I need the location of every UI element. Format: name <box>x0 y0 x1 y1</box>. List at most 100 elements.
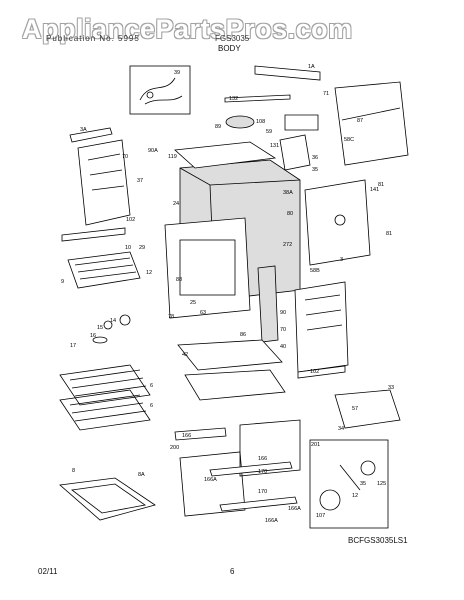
label-17: 17 <box>70 343 76 349</box>
storage-drawer <box>59 477 156 521</box>
igniter-16 <box>92 336 108 344</box>
label-81: 81 <box>378 182 384 188</box>
label-8A: 8A <box>138 472 145 478</box>
label-10: 10 <box>125 245 131 251</box>
harness-connector <box>146 91 154 99</box>
inset-box-39 <box>129 65 191 115</box>
oven-rack-lower <box>59 389 151 431</box>
front-frame <box>164 217 251 319</box>
publication-number: Publication No. 5995 <box>46 34 140 43</box>
label-131: 131 <box>270 143 279 149</box>
drawer-frame-200 <box>179 451 246 517</box>
oven-top-plate <box>174 141 277 169</box>
broil-pan <box>67 251 141 289</box>
fan-107 <box>319 489 341 511</box>
drawer-slide-170 <box>219 496 298 512</box>
label-88: 88 <box>176 277 182 283</box>
label-108: 108 <box>256 119 265 125</box>
label-71: 71 <box>323 91 329 97</box>
label-166A-a: 166A <box>204 477 217 483</box>
label-166b: 166 <box>258 456 267 462</box>
label-170a: 170 <box>258 469 267 475</box>
model-number: FGS3035 <box>215 34 250 43</box>
lower-panel-ribs <box>304 294 343 331</box>
label-24: 24 <box>173 201 179 207</box>
part-number-labels: 39 1A 71 132 87 89 108 59 58C 3A 90A 119… <box>61 64 394 524</box>
motor-shaft <box>339 464 361 491</box>
label-12: 12 <box>146 270 152 276</box>
label-8: 8 <box>72 468 75 474</box>
flue-36 <box>279 134 311 171</box>
label-40: 40 <box>280 344 286 350</box>
label-34: 34 <box>338 426 344 432</box>
wire-harness <box>139 77 183 105</box>
label-37: 37 <box>137 178 143 184</box>
label-80: 80 <box>287 211 293 217</box>
label-35: 35 <box>312 167 318 173</box>
label-132: 132 <box>229 96 238 102</box>
storage-drawer-inner <box>70 483 147 514</box>
label-39: 39 <box>174 70 180 76</box>
label-25a: 25 <box>190 300 196 306</box>
label-102: 102 <box>126 217 135 223</box>
side-panel-hole <box>334 214 346 226</box>
label-200: 200 <box>170 445 179 451</box>
back-panel-edge <box>341 107 401 121</box>
bracket-59 <box>284 114 319 131</box>
section-title: BODY <box>218 44 241 53</box>
drawer-rail-166 <box>174 427 227 441</box>
label-78: 78 <box>168 314 174 320</box>
bracket-33 <box>334 389 401 429</box>
label-89: 89 <box>215 124 221 130</box>
label-141: 141 <box>370 187 379 193</box>
oven-rack-upper <box>59 364 151 406</box>
label-57: 57 <box>352 406 358 412</box>
label-16: 16 <box>90 333 96 339</box>
label-70b: 70 <box>280 327 286 333</box>
label-86: 86 <box>240 332 246 338</box>
label-166a: 166 <box>182 433 191 439</box>
label-6b: 6 <box>150 403 153 409</box>
igniter-14 <box>119 314 131 326</box>
label-107: 107 <box>316 513 325 519</box>
label-35b: 35 <box>360 481 366 487</box>
label-119: 119 <box>168 154 177 160</box>
label-15: 15 <box>97 325 103 331</box>
side-panel-ribs <box>87 153 125 191</box>
drawer-slide-166A <box>209 461 293 477</box>
rail-102-right <box>297 365 346 379</box>
motor-inset-box <box>309 439 389 529</box>
label-166A-c: 166A <box>265 518 278 524</box>
rail-132 <box>224 94 291 103</box>
label-58C: 58C <box>344 137 354 143</box>
label-90A: 90A <box>148 148 158 154</box>
label-166A-b: 166A <box>288 506 301 512</box>
side-panel-lower <box>294 281 349 373</box>
label-170b: 170 <box>258 489 267 495</box>
igniter-15 <box>103 320 113 330</box>
label-3A: 3A <box>80 127 87 133</box>
burner-108 <box>225 115 255 129</box>
bottom-panel-42 <box>177 339 283 371</box>
insulation-90 <box>257 265 279 343</box>
watermark-logo: AppliancePartsPros.com <box>22 14 353 44</box>
motor-125 <box>360 460 376 476</box>
label-12b: 12 <box>352 493 358 499</box>
label-1A: 1A <box>308 64 315 70</box>
label-102b: 102 <box>310 369 319 375</box>
label-70: 70 <box>122 154 128 160</box>
label-42: 42 <box>182 352 188 358</box>
back-panel <box>334 81 409 166</box>
figure-code: BCFGS3035LS1 <box>348 536 408 545</box>
label-33: 33 <box>388 385 394 391</box>
label-201: 201 <box>311 442 320 448</box>
broil-pan-grid <box>74 257 137 280</box>
trim-3A <box>69 127 113 143</box>
rail-102-left <box>61 227 126 242</box>
label-38A: 38A <box>283 190 293 196</box>
footer-page-number: 6 <box>230 567 235 576</box>
rack-wires <box>69 369 147 422</box>
label-9: 9 <box>61 279 64 285</box>
side-panel-left <box>77 139 131 226</box>
